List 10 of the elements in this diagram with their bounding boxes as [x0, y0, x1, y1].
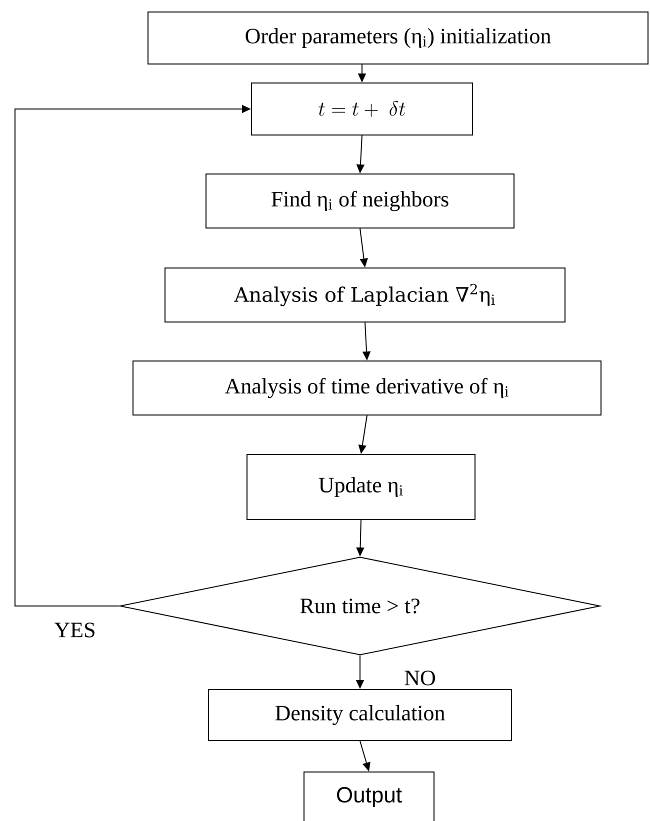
process-box: Find η$_{i}$ of neighbors [206, 174, 514, 228]
process-box: Order parameters (η$_{i}$) initialization [148, 12, 648, 64]
edge-label: NO [404, 670, 435, 686]
process-box: Analysis of time derivative of η$_{i}$ [132, 360, 602, 416]
process-box: Density calculation [208, 689, 512, 741]
edge-label: YES [54, 622, 94, 638]
output-box: Output [304, 772, 434, 821]
process-box: Analysis of Laplacian ∇$^{2}$η$_{i}$ [164, 268, 566, 322]
process-box: $t = t +\ \delta t$ [251, 82, 473, 136]
process-box: Update η$_{i}$ [246, 454, 476, 520]
